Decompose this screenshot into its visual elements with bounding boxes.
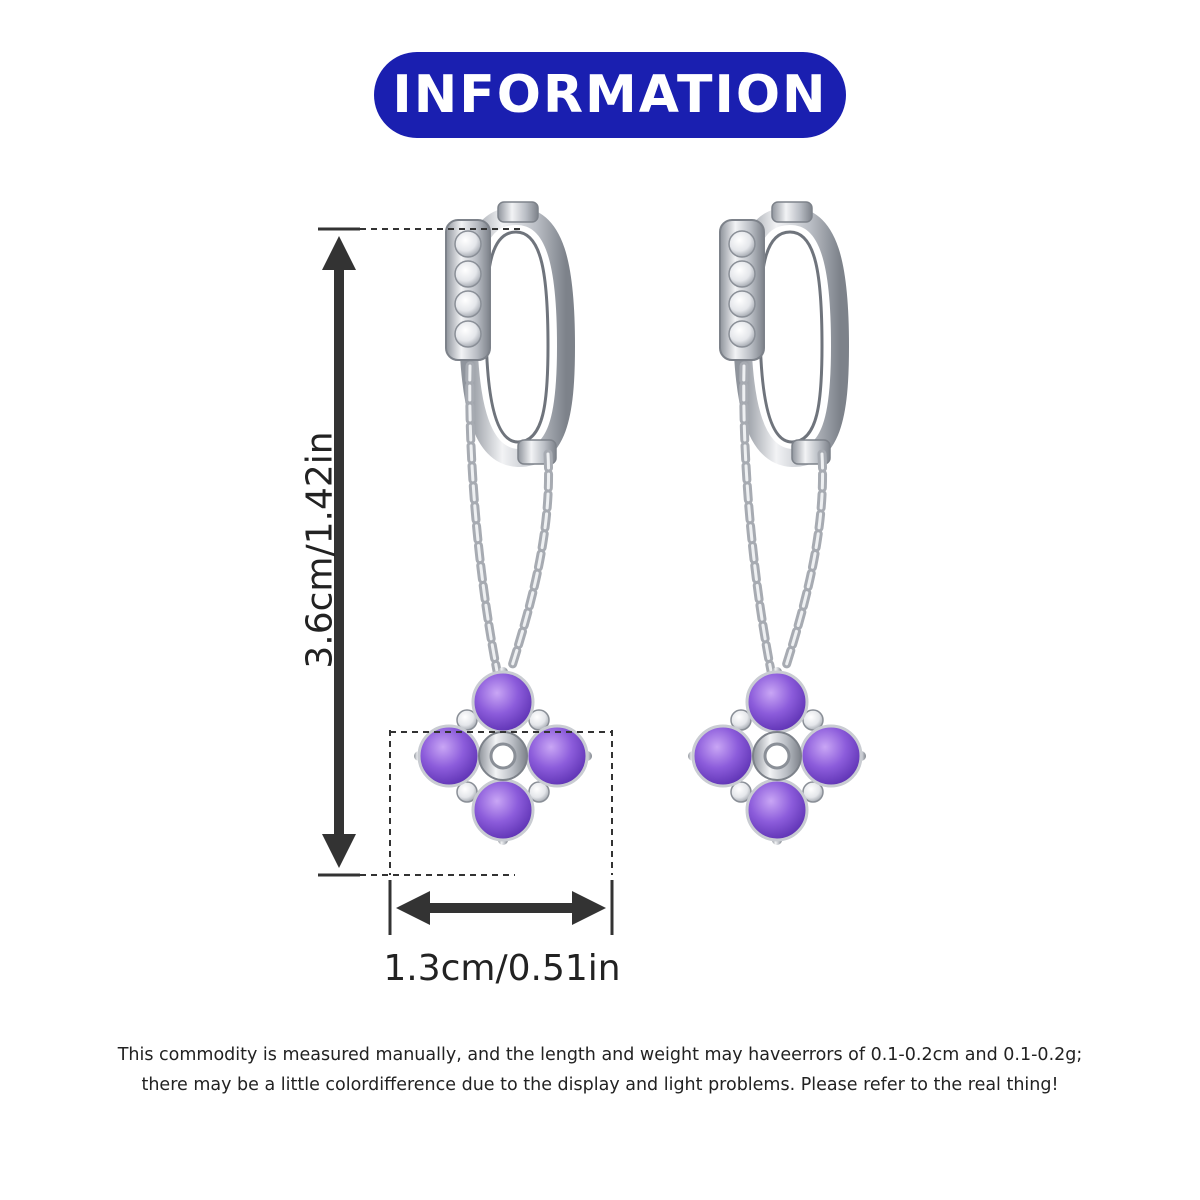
disclaimer-line-2: there may be a little colordifference du… bbox=[141, 1075, 1059, 1095]
disclaimer-text: This commodity is measured manually, and… bbox=[0, 1040, 1200, 1100]
disclaimer-line-1: This commodity is measured manually, and… bbox=[117, 1045, 1083, 1065]
height-label: 3.6cm/1.42in bbox=[299, 431, 341, 669]
right-earring bbox=[688, 202, 866, 845]
left-earring bbox=[414, 202, 592, 845]
width-dimension-arrow bbox=[388, 730, 614, 935]
height-dimension-arrow bbox=[318, 227, 520, 877]
banner-title: INFORMATION bbox=[392, 65, 828, 125]
width-label: 1.3cm/0.51in bbox=[383, 948, 621, 989]
information-banner: INFORMATION bbox=[374, 52, 846, 138]
